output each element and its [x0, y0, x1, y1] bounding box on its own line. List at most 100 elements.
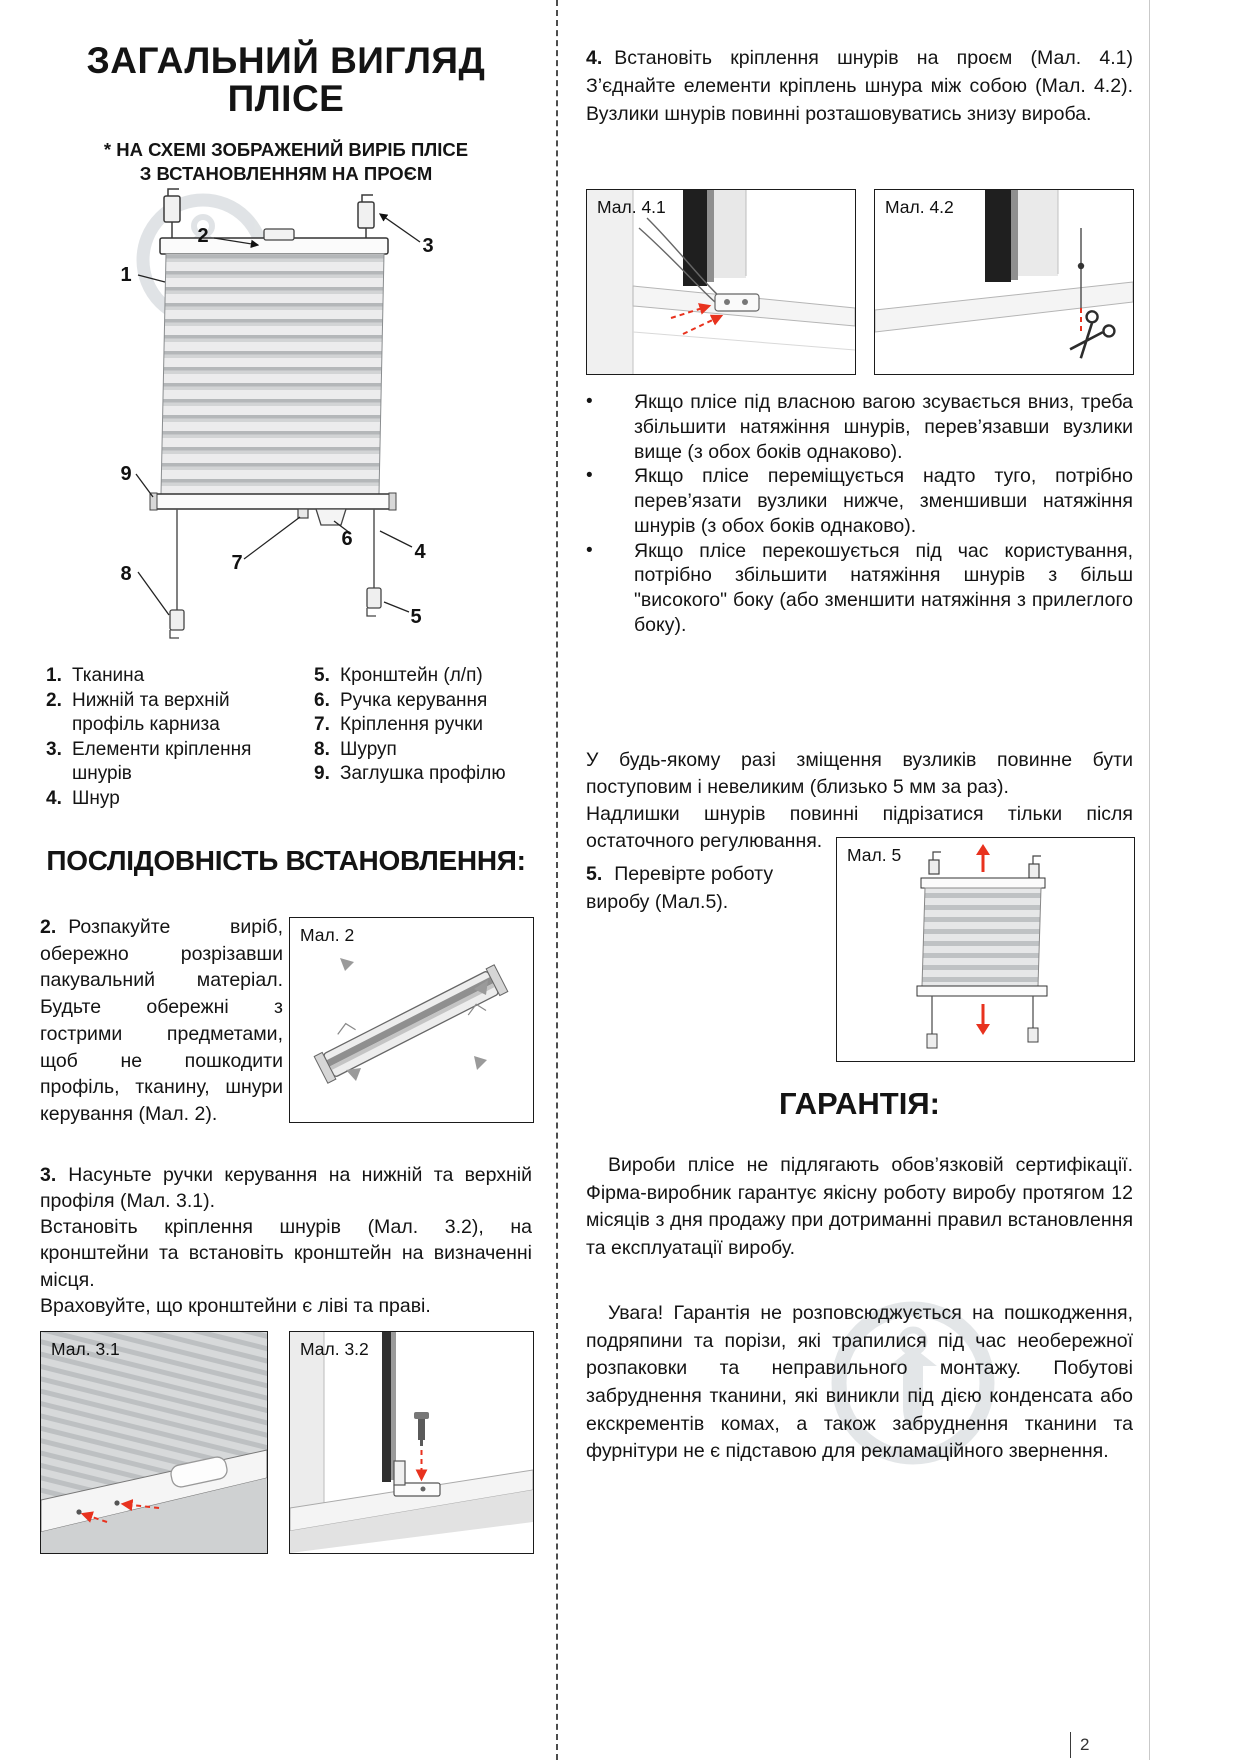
legend-num: 1. [46, 665, 62, 686]
legend-item: 7. Кріплення ручки [314, 713, 534, 738]
figure-3-2-label: Мал. 3.2 [300, 1339, 369, 1359]
top-brackets [928, 851, 1041, 879]
step-5-paragraph: 5.Перевірте роботу виробу (Мал.5). [586, 860, 824, 917]
bullet-item: • Якщо плісе переміщується надто туго, п… [586, 464, 1133, 538]
control-handle [170, 1456, 228, 1488]
note-text-2: Надлишки шнурів повинні підрізатися тіль… [586, 803, 1133, 853]
page-subtitle-line2: З ВСТАНОВЛЕННЯМ НА ПРОЄМ [139, 163, 433, 185]
slide-direction-arrow [120, 1499, 160, 1512]
legend-text: Ручка керування [340, 689, 488, 711]
sequence-heading: ПОСЛІДОВНІСТЬ ВСТАНОВЛЕННЯ: [46, 845, 526, 876]
legend-text: Кріплення ручки [340, 714, 484, 735]
figure-4-1-drawing [587, 190, 855, 374]
legend-text: Шуруп [340, 738, 397, 760]
page-title-line1: ЗАГАЛЬНИЙ ВИГЛЯД [86, 40, 486, 81]
callout-6: 6 [341, 528, 352, 550]
figure-4-1-box: Мал. 4.1 [586, 189, 856, 375]
figure-3-2-drawing [290, 1332, 533, 1553]
window-sill [290, 1469, 533, 1532]
step-3-text-3: Враховуйте, що кронштейни є ліві та прав… [40, 1294, 431, 1317]
top-profile [920, 877, 1046, 889]
legend-item: 3. Елементи кріплення шнурів [46, 738, 284, 787]
profile-end-cap-left [149, 492, 158, 511]
figure-5-label: Мал. 5 [847, 845, 902, 865]
legend-item: 5. Кронштейн (л/п) [314, 664, 534, 689]
parts-legend: 1. Тканина 2. Нижній та верхній профіль … [46, 664, 534, 811]
step-4-text: Встановіть кріплення шнурів на проєм (Ма… [586, 47, 1133, 125]
top-handle [263, 228, 295, 241]
packaged-blind [313, 964, 509, 1084]
step-3-text-2: Встановіть кріплення шнурів (Мал. 3.2), … [40, 1216, 532, 1291]
warranty-heading: ГАРАНТІЯ: [779, 1086, 940, 1121]
adjustment-bullet-list: • Якщо плісе під власною вагою зсуваєтьс… [586, 390, 1133, 638]
handle-mount [297, 508, 309, 519]
glazing-bead [382, 1332, 391, 1482]
figure-5-drawing [916, 844, 1048, 1049]
callout-8: 8 [120, 563, 131, 585]
step-3-text-1: Насуньте ручки керування на нижній та ве… [40, 1164, 532, 1213]
cord-anchor [926, 1033, 938, 1049]
figure-4-1-label: Мал. 4.1 [597, 197, 666, 217]
footer-divider [1070, 1732, 1071, 1758]
page-number: 2 [1080, 1735, 1090, 1754]
legend-num: 8. [314, 738, 330, 760]
note-text-1: У будь-якому разі зміщення вузликів пови… [586, 749, 1133, 799]
step-3-number: 3. [40, 1164, 57, 1186]
step-5-number: 5. [586, 863, 603, 885]
step-2-paragraph: 2.Розпакуйте виріб, обережно розрізавши … [40, 914, 283, 1128]
cord-bracket [714, 293, 760, 312]
figure-3-1-drawing [41, 1332, 267, 1553]
warranty-paragraph-2: Увага! Гарантія не розповсюджується на п… [586, 1302, 1133, 1463]
legend-text: Заглушка профілю [340, 763, 506, 784]
warranty-paragraph-1: Вироби плісе не підлягають обов’язковій … [586, 1154, 1133, 1260]
bullet-item: • Якщо плісе перекошується під час корис… [586, 539, 1133, 638]
bullet-text: Якщо плісе переміщується надто туго, пот… [634, 465, 1133, 537]
figure-4-2-label: Мал. 4.2 [885, 197, 954, 217]
glazing-bead [985, 190, 1011, 282]
bullet-text: Якщо плісе перекошується під час користу… [634, 539, 1133, 636]
bottom-profile [916, 985, 1048, 997]
step-2-number: 2. [40, 916, 57, 938]
legend-item: 9. Заглушка профілю [314, 762, 534, 787]
step-3-paragraph: 3.Насуньте ручки керування на нижній та … [40, 1162, 532, 1319]
bracket [393, 1460, 441, 1497]
column-divider-dashed [556, 0, 558, 1760]
figure-3-2-box: Мал. 3.2 [289, 1331, 534, 1554]
legend-num: 3. [46, 738, 62, 760]
legend-column-2: 5. Кронштейн (л/п) 6. Ручка керування 7.… [314, 664, 534, 811]
move-up-down-arrows [976, 844, 990, 1035]
step-4-number: 4. [586, 47, 603, 69]
legend-item: 1. Тканина [46, 664, 284, 689]
legend-num: 2. [46, 689, 62, 711]
callout-4: 4 [414, 541, 426, 563]
legend-item: 2. Нижній та верхній профіль карниза [46, 689, 284, 738]
legend-num: 4. [46, 787, 62, 809]
figure-2-drawing [313, 958, 509, 1084]
window-sill [875, 281, 1133, 333]
callout-numbers: 1 2 3 4 5 6 7 8 9 [120, 225, 433, 628]
page-title-line2: ПЛІСЕ [227, 78, 345, 120]
legend-text: Нижній та верхній профіль карниза [72, 689, 230, 736]
page-subtitle: * НА СХЕМІ ЗОБРАЖЕНИЙ ВИРІБ ПЛІСЕ З ВСТА… [40, 138, 532, 186]
profile-end-cap-right [388, 492, 397, 511]
pleated-fabric [160, 253, 385, 495]
bullet-text: Якщо плісе під власною вагою зсувається … [634, 391, 1133, 463]
screw [414, 1412, 429, 1446]
bullet-marker: • [586, 465, 593, 487]
figure-5-box: Мал. 5 [836, 837, 1135, 1062]
callout-lines [135, 213, 421, 616]
callout-1: 1 [120, 264, 131, 286]
cord-anchors [169, 587, 382, 639]
pleated-fabric [921, 887, 1042, 987]
bullet-marker: • [586, 539, 593, 561]
bullet-marker: • [586, 391, 593, 412]
page-title: ЗАГАЛЬНИЙ ВИГЛЯД ПЛІСЕ [40, 40, 532, 120]
callout-7: 7 [231, 552, 242, 574]
legend-num: 5. [314, 665, 330, 686]
legend-text: Кронштейн (л/п) [340, 665, 483, 686]
step-2-text: Розпакуйте виріб, обережно розрізавши па… [40, 916, 283, 1125]
callout-9: 9 [120, 463, 131, 485]
figure-3-1-box: Мал. 3.1 [40, 1331, 268, 1554]
unpack-arrows [340, 958, 488, 1081]
